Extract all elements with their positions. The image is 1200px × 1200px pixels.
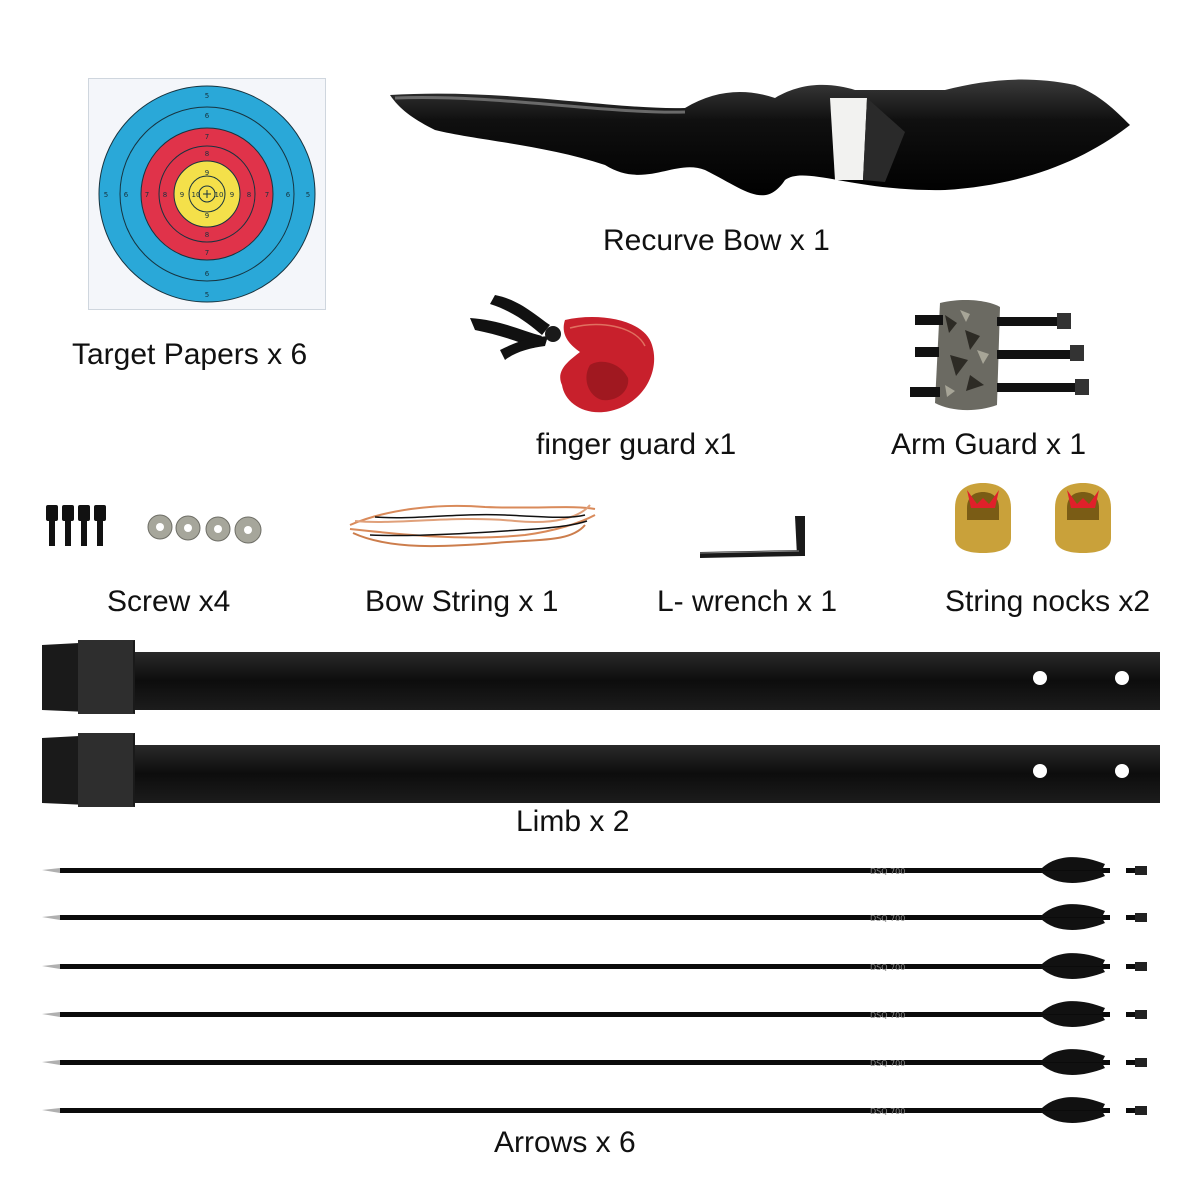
ring-label: 7 — [265, 191, 269, 199]
l-wrench — [695, 510, 815, 565]
arrow-marking: DSQ 700 — [870, 1011, 905, 1020]
finger-guard — [470, 290, 670, 425]
limb-label: Limb x 2 — [516, 805, 630, 838]
arrow-marking: DSQ 700 — [870, 1059, 905, 1068]
ring-label: 10 — [215, 191, 224, 199]
recurve-bow-label: Recurve Bow x 1 — [603, 224, 830, 257]
finger-guard-label: finger guard x1 — [536, 428, 737, 461]
target-papers-label: Target Papers x 6 — [72, 338, 308, 371]
ring-label: 5 — [306, 191, 310, 199]
ring-label: 8 — [205, 150, 209, 158]
string-nocks — [945, 478, 1130, 558]
ring-label: 9 — [205, 169, 209, 177]
ring-label: 6 — [286, 191, 291, 199]
ring-label: 7 — [145, 191, 149, 199]
ring-label: 9 — [205, 212, 209, 220]
ring-label: 5 — [104, 191, 108, 199]
arrow-marking: DSQ 700 — [870, 963, 905, 972]
ring-label: 7 — [205, 249, 209, 257]
ring-label: 5 — [205, 92, 209, 100]
string-nocks-label: String nocks x2 — [945, 585, 1151, 618]
bow-string-label: Bow String x 1 — [365, 585, 559, 618]
screw-label: Screw x4 — [107, 585, 231, 618]
arrow: DSQ 700 — [42, 857, 1147, 883]
ring-label: 6 — [124, 191, 129, 199]
ring-label: 7 — [205, 133, 209, 141]
target-paper: 5 6 7 8 9 10 10 5 6 7 8 9 5 6 7 8 9 5 6 … — [88, 78, 326, 310]
ring-label: 5 — [205, 291, 209, 299]
ring-label: 9 — [180, 191, 184, 199]
arrow-marking: DSQ 700 — [870, 1107, 905, 1116]
ring-label: 8 — [163, 191, 167, 199]
limb — [40, 733, 1165, 811]
ring-label: 8 — [205, 231, 209, 239]
arm-guard-label: Arm Guard x 1 — [891, 428, 1087, 461]
ring-label: 6 — [205, 112, 210, 120]
ring-label: 9 — [230, 191, 234, 199]
arrow-marking: DSQ 700 — [870, 867, 905, 876]
screws-and-washers — [40, 500, 280, 555]
arm-guard — [905, 295, 1090, 415]
ring-label: 10 — [192, 191, 201, 199]
recurve-bow-riser — [385, 70, 1130, 220]
arrow-marking: DSQ 700 — [870, 914, 905, 923]
arrows: DSQ 700 DSQ 700 DSQ 700 DS — [40, 850, 1165, 1150]
l-wrench-label: L- wrench x 1 — [657, 585, 838, 618]
ring-label: 6 — [205, 270, 210, 278]
limb — [40, 640, 1165, 718]
ring-label: 8 — [247, 191, 251, 199]
arrows-label: Arrows x 6 — [494, 1126, 636, 1159]
bow-string — [345, 495, 600, 560]
